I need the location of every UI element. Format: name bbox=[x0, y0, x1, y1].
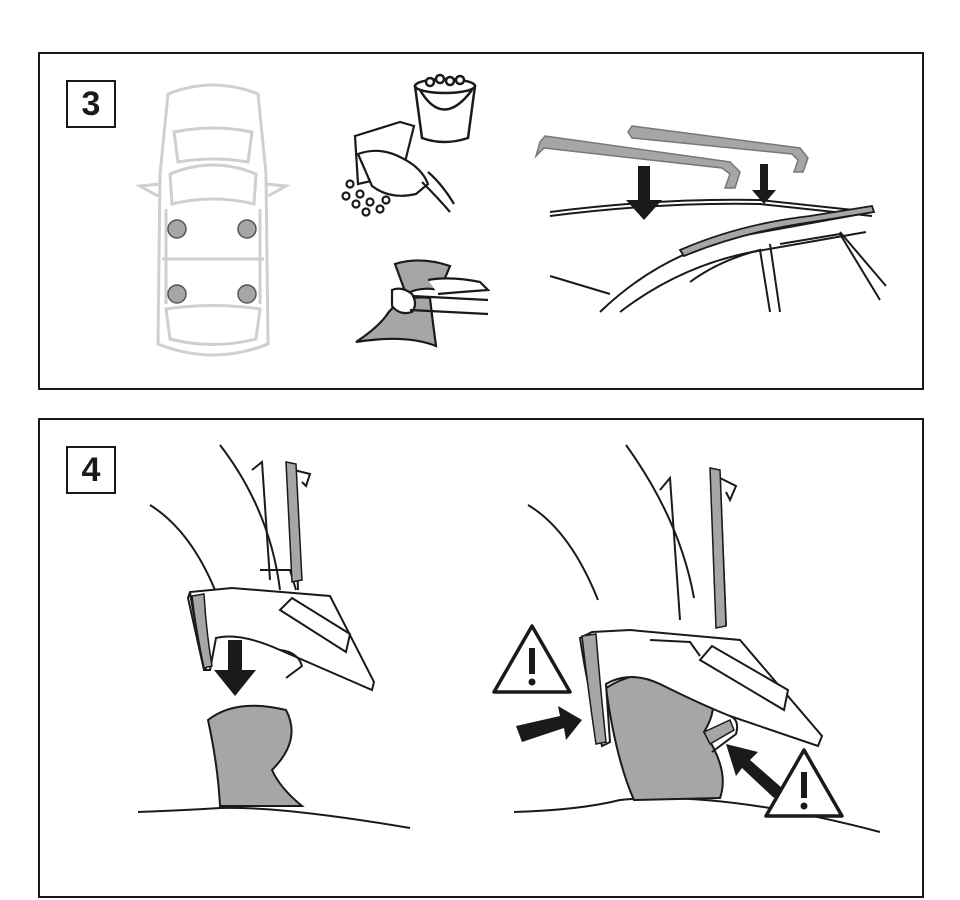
foot-position-markers bbox=[167, 219, 257, 304]
sponge-hand-icon bbox=[341, 120, 455, 217]
warning-triangle-icon bbox=[764, 748, 844, 818]
step-4-panel: 4 bbox=[38, 418, 924, 898]
bucket-icon bbox=[413, 73, 477, 144]
step-3-panel: 3 bbox=[38, 52, 924, 390]
arrow-icon bbox=[214, 640, 256, 696]
left-rail-profile bbox=[206, 704, 305, 807]
left-foot-grey bbox=[191, 461, 303, 669]
arrow-icon bbox=[516, 706, 782, 798]
step-3-number: 3 bbox=[66, 80, 116, 128]
car-side-view bbox=[549, 198, 887, 313]
cloth-hand-icon bbox=[355, 259, 491, 348]
right-foot-grey bbox=[581, 467, 735, 746]
roof-rail bbox=[678, 204, 876, 258]
car-top-view bbox=[135, 83, 291, 357]
step-4-illustration bbox=[137, 444, 881, 833]
step-3-illustration bbox=[135, 73, 887, 357]
roof-bars bbox=[534, 125, 809, 189]
left-foot-clamp bbox=[186, 460, 376, 692]
warning-triangle-icon bbox=[492, 624, 572, 694]
step-4-number: 4 bbox=[66, 446, 116, 494]
left-roof-line bbox=[137, 444, 411, 829]
arrow-icon bbox=[626, 164, 776, 220]
